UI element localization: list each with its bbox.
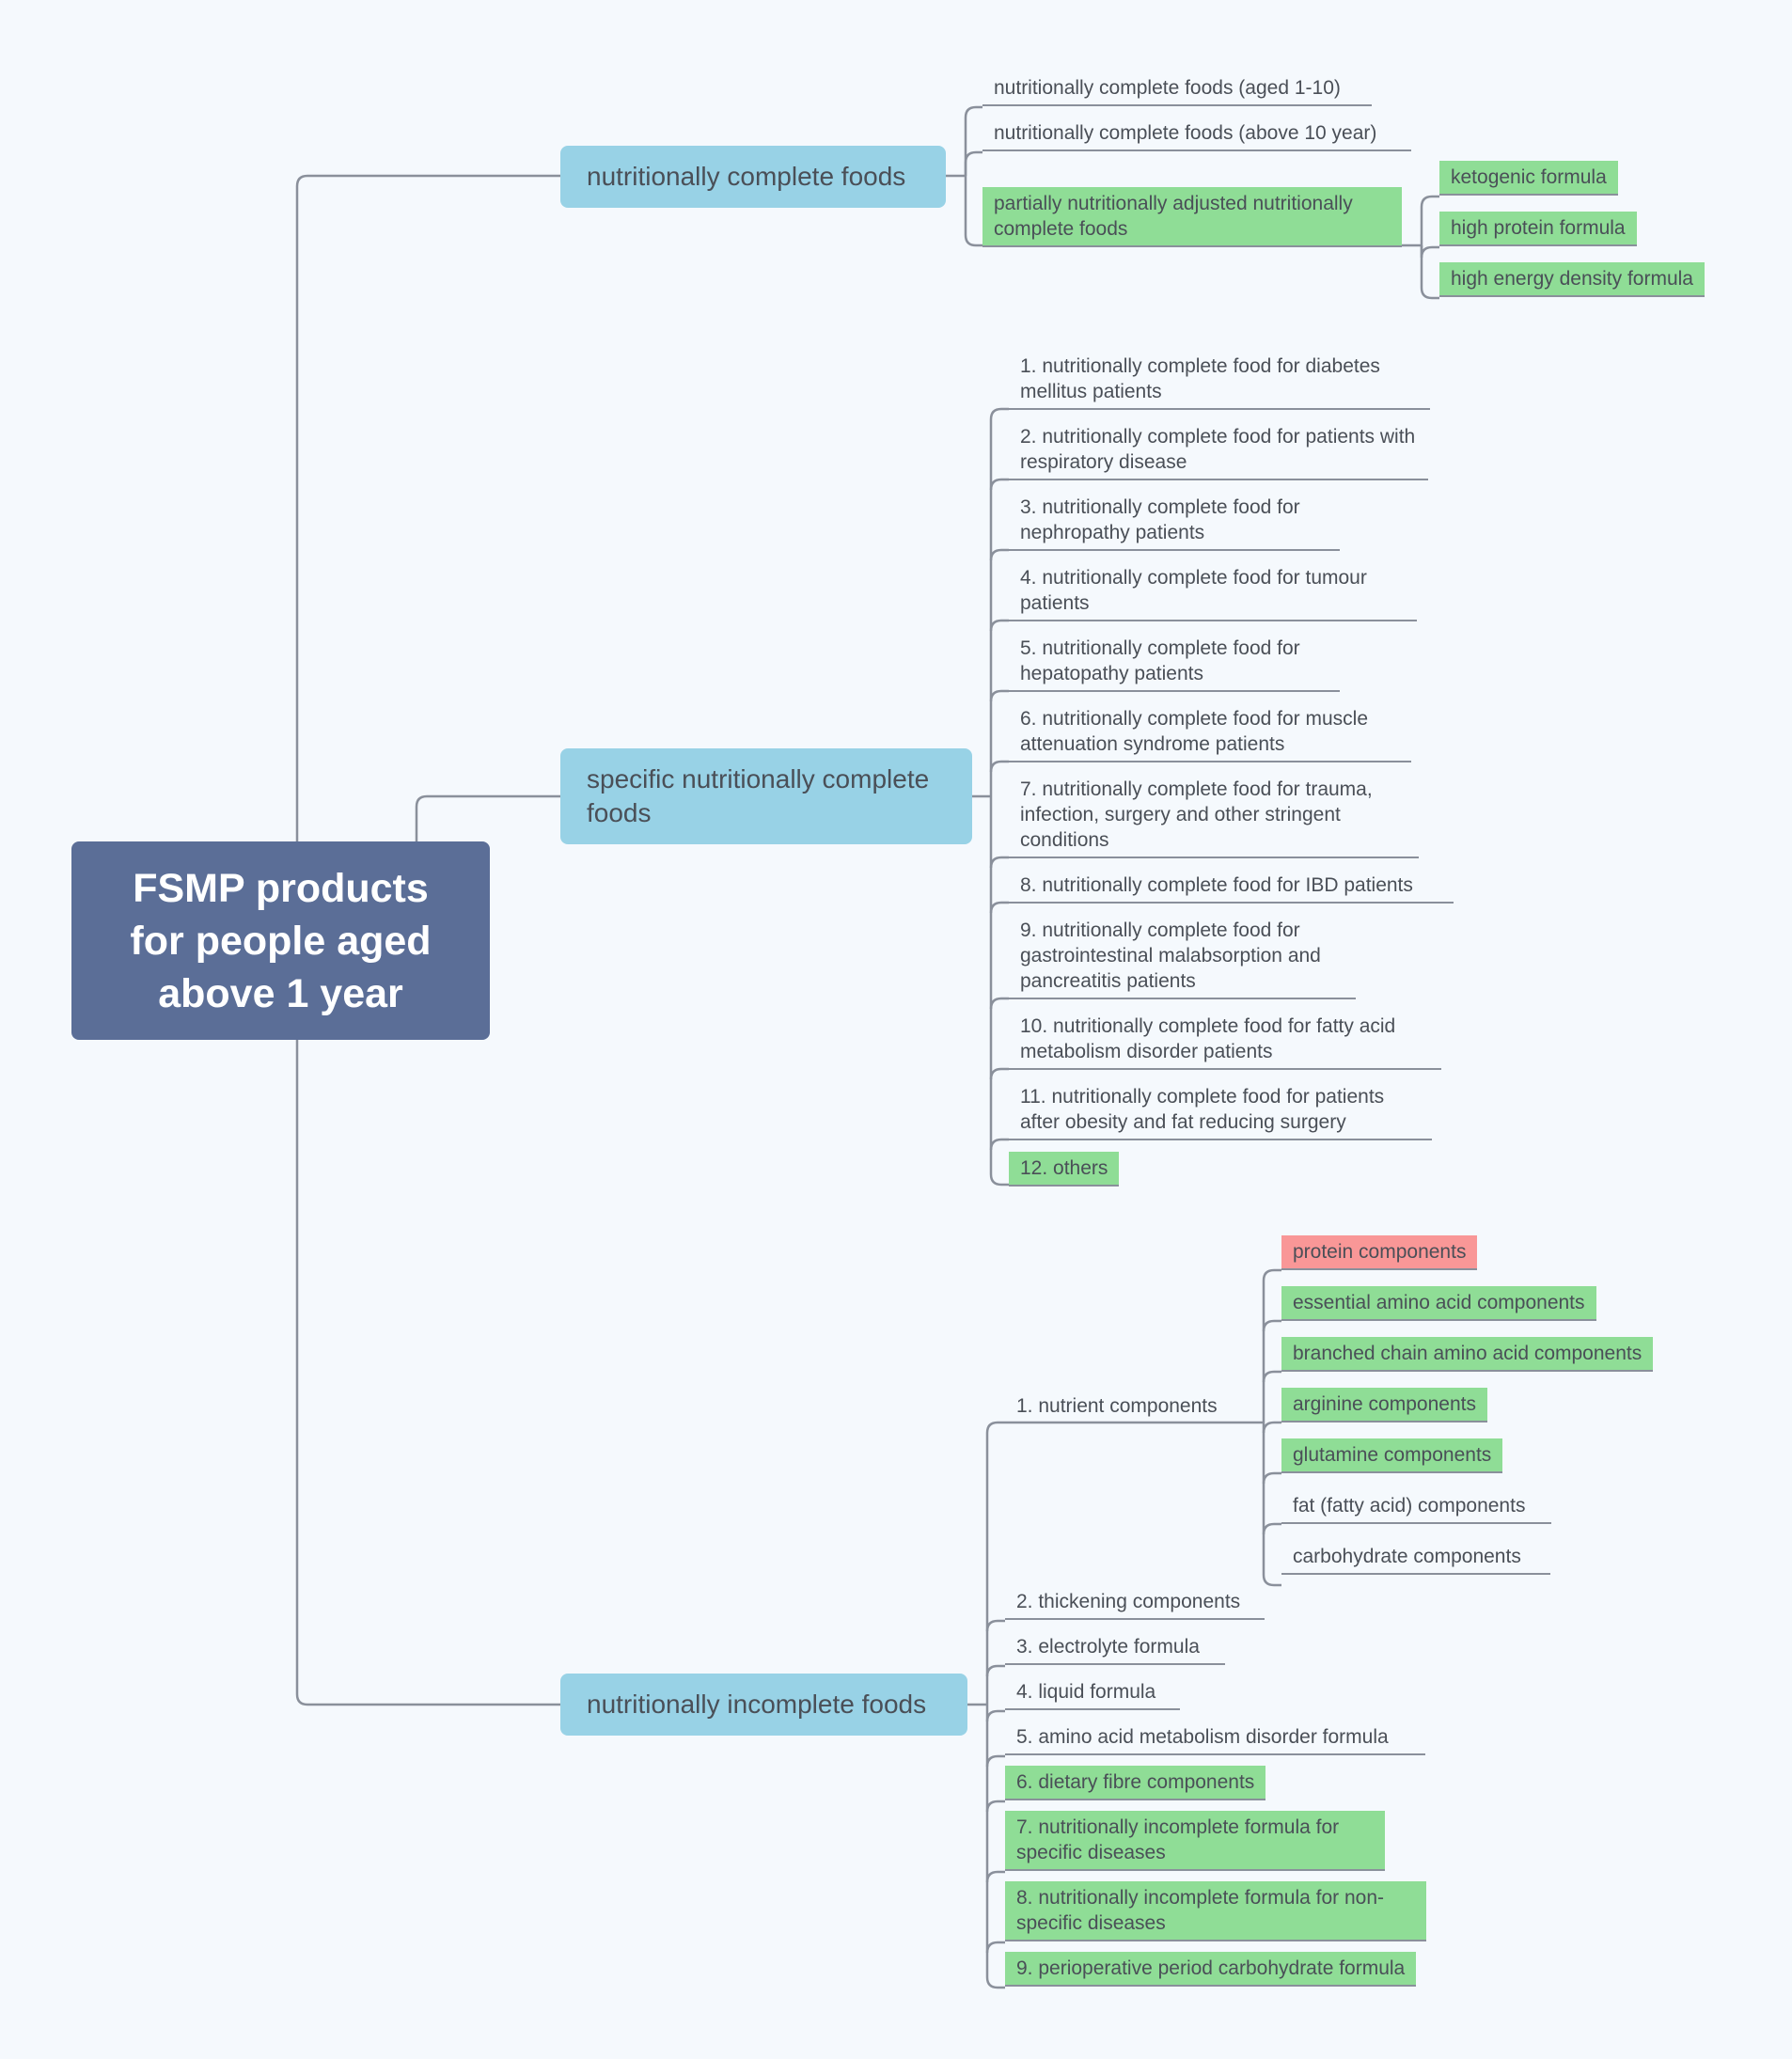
- leaf-branched-chain-amino-acid-components[interactable]: branched chain amino acid components: [1281, 1337, 1654, 1372]
- root-topic[interactable]: FSMP products for people aged above 1 ye…: [71, 841, 490, 1040]
- leaf-partially-adjusted[interactable]: partially nutritionally adjusted nutriti…: [982, 187, 1402, 247]
- leaf-ketogenic-formula[interactable]: ketogenic formula: [1439, 161, 1618, 196]
- leaf-specific-11[interactable]: 11. nutritionally complete food for pati…: [1009, 1080, 1432, 1140]
- leaf-glutamine-components[interactable]: glutamine components: [1281, 1438, 1503, 1473]
- leaf-specific-12-others[interactable]: 12. others: [1009, 1152, 1120, 1187]
- leaf-arginine-components[interactable]: arginine components: [1281, 1388, 1487, 1422]
- branch-nutritionally-incomplete-foods[interactable]: nutritionally incomplete foods: [560, 1674, 967, 1736]
- leaf-high-energy-density-formula[interactable]: high energy density formula: [1439, 262, 1705, 297]
- leaf-specific-1[interactable]: 1. nutritionally complete food for diabe…: [1009, 350, 1430, 410]
- leaf-complete-above-10[interactable]: nutritionally complete foods (above 10 y…: [982, 117, 1411, 151]
- leaf-nutrient-components[interactable]: 1. nutrient components: [1016, 1395, 1218, 1417]
- leaf-specific-7[interactable]: 7. nutritionally complete food for traum…: [1009, 773, 1419, 858]
- leaf-specific-6[interactable]: 6. nutritionally complete food for muscl…: [1009, 702, 1411, 762]
- leaf-essential-amino-acid-components[interactable]: essential amino acid components: [1281, 1286, 1596, 1321]
- leaf-specific-9[interactable]: 9. nutritionally complete food for gastr…: [1009, 914, 1356, 999]
- leaf-specific-3[interactable]: 3. nutritionally complete food for nephr…: [1009, 491, 1340, 551]
- leaf-fat-components[interactable]: fat (fatty acid) components: [1281, 1489, 1551, 1524]
- leaf-incomplete-non-specific-diseases[interactable]: 8. nutritionally incomplete formula for …: [1005, 1881, 1426, 1941]
- leaf-incomplete-specific-diseases[interactable]: 7. nutritionally incomplete formula for …: [1005, 1811, 1385, 1871]
- leaf-specific-4[interactable]: 4. nutritionally complete food for tumou…: [1009, 561, 1417, 621]
- branch-nutritionally-complete-foods[interactable]: nutritionally complete foods: [560, 146, 946, 208]
- leaf-specific-10[interactable]: 10. nutritionally complete food for fatt…: [1009, 1010, 1441, 1070]
- branch-specific-nutritionally-complete-foods[interactable]: specific nutritionally complete foods: [560, 748, 972, 844]
- leaf-thickening-components[interactable]: 2. thickening components: [1005, 1585, 1265, 1620]
- leaf-protein-components[interactable]: protein components: [1281, 1235, 1478, 1270]
- leaf-carbohydrate-components[interactable]: carbohydrate components: [1281, 1540, 1550, 1575]
- leaf-electrolyte-formula[interactable]: 3. electrolyte formula: [1005, 1630, 1225, 1665]
- leaf-liquid-formula[interactable]: 4. liquid formula: [1005, 1675, 1180, 1710]
- leaf-perioperative-carbohydrate-formula[interactable]: 9. perioperative period carbohydrate for…: [1005, 1952, 1417, 1987]
- leaf-amino-acid-metabolism-disorder-formula[interactable]: 5. amino acid metabolism disorder formul…: [1005, 1721, 1425, 1755]
- leaf-high-protein-formula[interactable]: high protein formula: [1439, 212, 1637, 246]
- leaf-specific-5[interactable]: 5. nutritionally complete food for hepat…: [1009, 632, 1340, 692]
- leaf-complete-aged-1-10[interactable]: nutritionally complete foods (aged 1-10): [982, 71, 1372, 106]
- leaf-dietary-fibre-components[interactable]: 6. dietary fibre components: [1005, 1766, 1266, 1800]
- leaf-specific-8[interactable]: 8. nutritionally complete food for IBD p…: [1009, 869, 1454, 904]
- leaf-specific-2[interactable]: 2. nutritionally complete food for patie…: [1009, 420, 1428, 480]
